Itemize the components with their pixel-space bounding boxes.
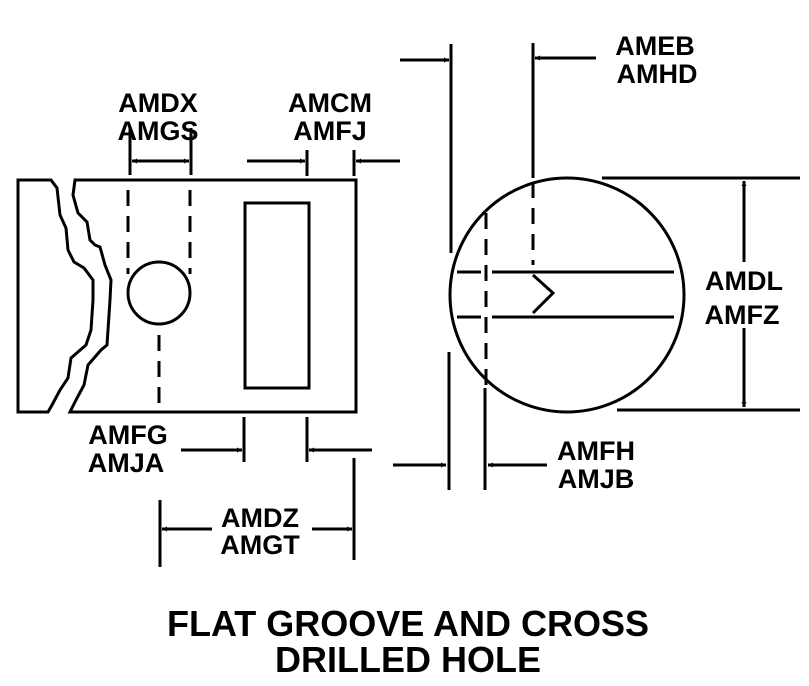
label-amgs: AMGS	[118, 116, 199, 146]
label-ameb: AMEB	[615, 31, 695, 61]
dimension-amfg: AMFG AMJA	[88, 417, 372, 478]
figure-title-line-1: FLAT GROOVE AND CROSS	[167, 603, 649, 644]
part-right-piece	[67, 178, 358, 414]
end-view	[448, 176, 686, 414]
dimension-amfh: AMFH AMJB	[393, 352, 635, 494]
flat-groove-slot	[243, 201, 311, 390]
dimension-amdl: AMDL AMFZ	[602, 176, 800, 412]
dimension-amdz: AMDZ AMGT	[158, 458, 356, 567]
dimension-amdx: AMDX AMGS	[118, 88, 199, 175]
figure-title-line-2: DRILLED HOLE	[275, 639, 541, 680]
label-amfg: AMFG	[88, 420, 167, 450]
label-amja: AMJA	[88, 448, 165, 478]
label-amdz: AMDZ	[221, 503, 299, 533]
chevron-mark	[531, 273, 556, 315]
side-view	[16, 178, 358, 414]
label-amfj: AMFJ	[293, 116, 367, 146]
label-amgt: AMGT	[220, 530, 300, 560]
dimension-ameb: AMEB AMHD	[400, 31, 698, 253]
label-amfz: AMFZ	[705, 300, 780, 330]
cross-drilled-hole	[126, 260, 192, 326]
pin-end-circle	[448, 176, 686, 414]
part-left-piece	[16, 178, 95, 414]
label-amdl: AMDL	[705, 266, 783, 296]
label-amjb: AMJB	[558, 464, 635, 494]
dimension-amcm: AMCM AMFJ	[247, 88, 400, 176]
label-amhd: AMHD	[617, 59, 698, 89]
label-amcm: AMCM	[288, 88, 372, 118]
label-amdx: AMDX	[118, 88, 198, 118]
label-amfh: AMFH	[557, 436, 635, 466]
